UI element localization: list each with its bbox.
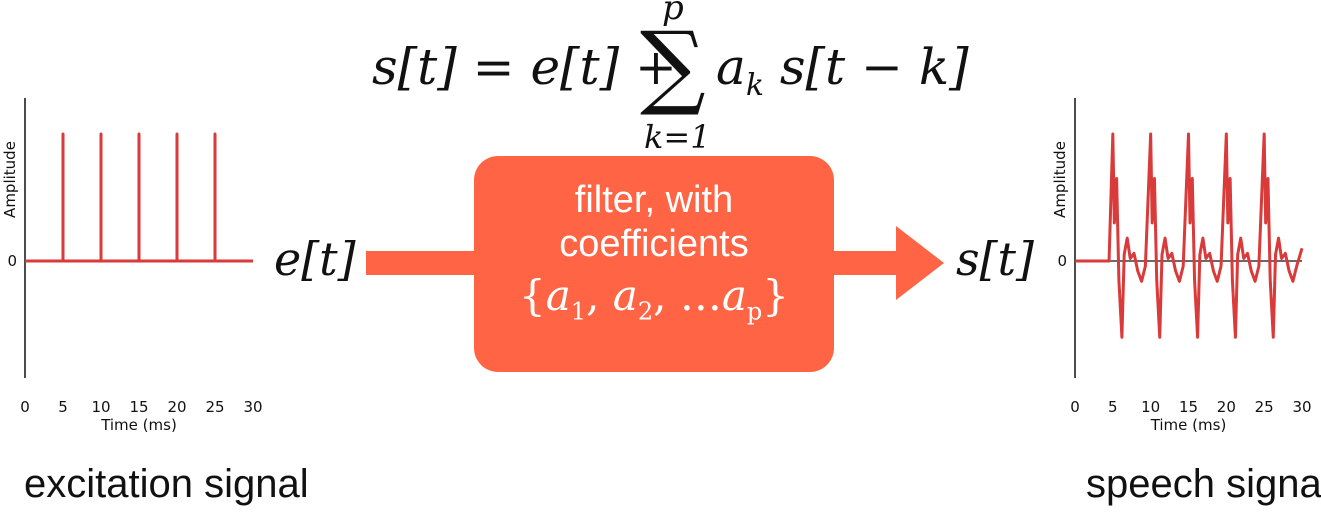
arrow-head <box>896 226 944 300</box>
x-tick-label: 30 <box>1292 398 1311 416</box>
sum-lower-limit: k=1 <box>644 118 711 156</box>
excitation-chart: 0 5 10 15 20 25 30 Time (ms) Amplitude 0 <box>1 98 263 434</box>
x-tick-label: 15 <box>1179 398 1198 416</box>
y-axis-label: Amplitude <box>1 141 19 218</box>
output-signal-label: s[t] <box>956 232 1034 286</box>
x-tick-label: 0 <box>20 398 30 416</box>
x-tick-label: 5 <box>58 398 68 416</box>
x-tick-label: 20 <box>1217 398 1236 416</box>
x-tick-label: 10 <box>1141 398 1160 416</box>
x-tick-label: 10 <box>91 398 110 416</box>
x-ticks: 0 5 10 15 20 25 30 <box>1070 398 1311 416</box>
series <box>1075 132 1304 339</box>
lpc-equation: s[t] = e[t] + p ∑ k=1 ak s[t − k] <box>340 0 969 160</box>
equation-rhs: ak s[t − k] <box>716 38 969 103</box>
y-tick-label: 0 <box>7 252 17 270</box>
equation-rhs-tail: s[t − k] <box>764 38 969 96</box>
speech-caption: speech signal <box>1086 462 1321 506</box>
filter-subtitle: coefficients <box>559 223 749 265</box>
x-axis-label: Time (ms) <box>100 416 177 434</box>
x-tick-label: 15 <box>129 398 148 416</box>
summation-symbol: ∑ <box>640 12 706 119</box>
filter-title: filter, with <box>574 179 734 221</box>
input-signal-label: e[t] <box>274 232 356 286</box>
x-tick-label: 25 <box>1255 398 1274 416</box>
filter-box: filter, with coefficients {a1, a2, …ap} <box>474 156 834 372</box>
series-line <box>25 132 253 263</box>
series-line <box>1075 132 1304 339</box>
x-tick-label: 5 <box>1108 398 1118 416</box>
x-tick-label: 0 <box>1070 398 1080 416</box>
x-ticks: 0 5 10 15 20 25 30 <box>20 398 262 416</box>
coefficient-symbol: a <box>716 38 746 96</box>
y-axis-label: Amplitude <box>1051 141 1069 218</box>
y-tick-label: 0 <box>1057 252 1067 270</box>
x-axis-label: Time (ms) <box>1150 416 1227 434</box>
speech-chart: 0 5 10 15 20 25 30 Time (ms) Amplitude 0 <box>1051 98 1312 434</box>
series <box>25 132 253 263</box>
x-tick-label: 25 <box>205 398 224 416</box>
x-tick-label: 30 <box>243 398 262 416</box>
filter-coefficient-set: {a1, a2, …ap} <box>519 271 789 326</box>
equation-lhs: s[t] = e[t] + <box>372 38 677 96</box>
coefficient-subscript: k <box>745 68 764 103</box>
excitation-caption: excitation signal <box>24 462 309 506</box>
x-tick-label: 20 <box>167 398 186 416</box>
sum-upper-limit: p <box>662 0 684 28</box>
